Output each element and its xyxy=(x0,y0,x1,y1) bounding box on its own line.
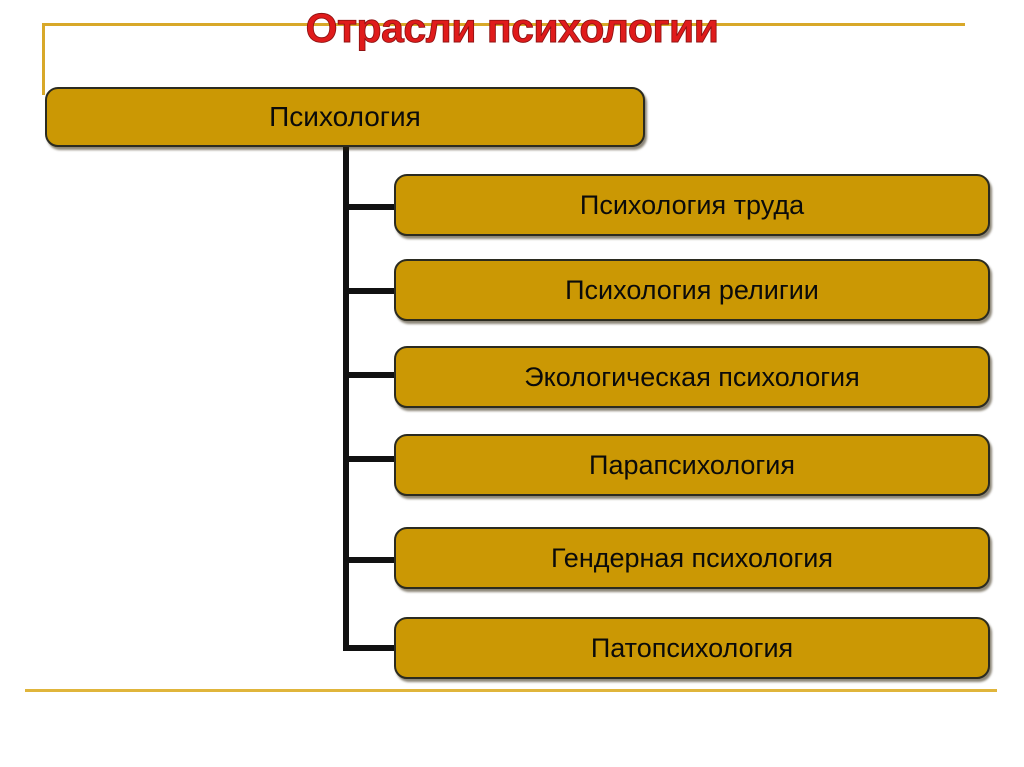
connector-branch-6 xyxy=(343,645,397,651)
connector-branch-3 xyxy=(343,372,397,378)
frame-rule-left xyxy=(42,23,45,95)
node-branch-5[interactable]: Гендерная психология xyxy=(394,527,990,589)
node-branch-4[interactable]: Парапсихология xyxy=(394,434,990,496)
node-branch-3-label: Экологическая психология xyxy=(524,362,860,392)
node-branch-1-label: Психология труда xyxy=(579,190,805,220)
page-title: Отрасли психологии xyxy=(305,5,719,52)
connector-branch-5 xyxy=(343,557,397,563)
node-branch-1[interactable]: Психология труда xyxy=(394,174,990,236)
node-branch-2-label: Психология религии xyxy=(565,275,819,305)
node-branch-4-label: Парапсихология xyxy=(589,450,795,480)
frame-rule-bottom xyxy=(25,689,997,692)
connector-branch-1 xyxy=(343,204,397,210)
node-branch-3[interactable]: Экологическая психология xyxy=(394,346,990,408)
node-branch-5-label: Гендерная психология xyxy=(550,543,834,573)
node-root-psychology[interactable]: Психология xyxy=(45,87,645,147)
connector-branch-2 xyxy=(343,288,397,294)
connector-trunk xyxy=(343,145,349,651)
frame-rule-top xyxy=(42,23,965,26)
node-branch-2[interactable]: Психология религии xyxy=(394,259,990,321)
node-branch-6-label: Патопсихология xyxy=(590,633,794,663)
node-root-label: Психология xyxy=(269,101,421,132)
node-branch-6[interactable]: Патопсихология xyxy=(394,617,990,679)
connector-branch-4 xyxy=(343,456,397,462)
